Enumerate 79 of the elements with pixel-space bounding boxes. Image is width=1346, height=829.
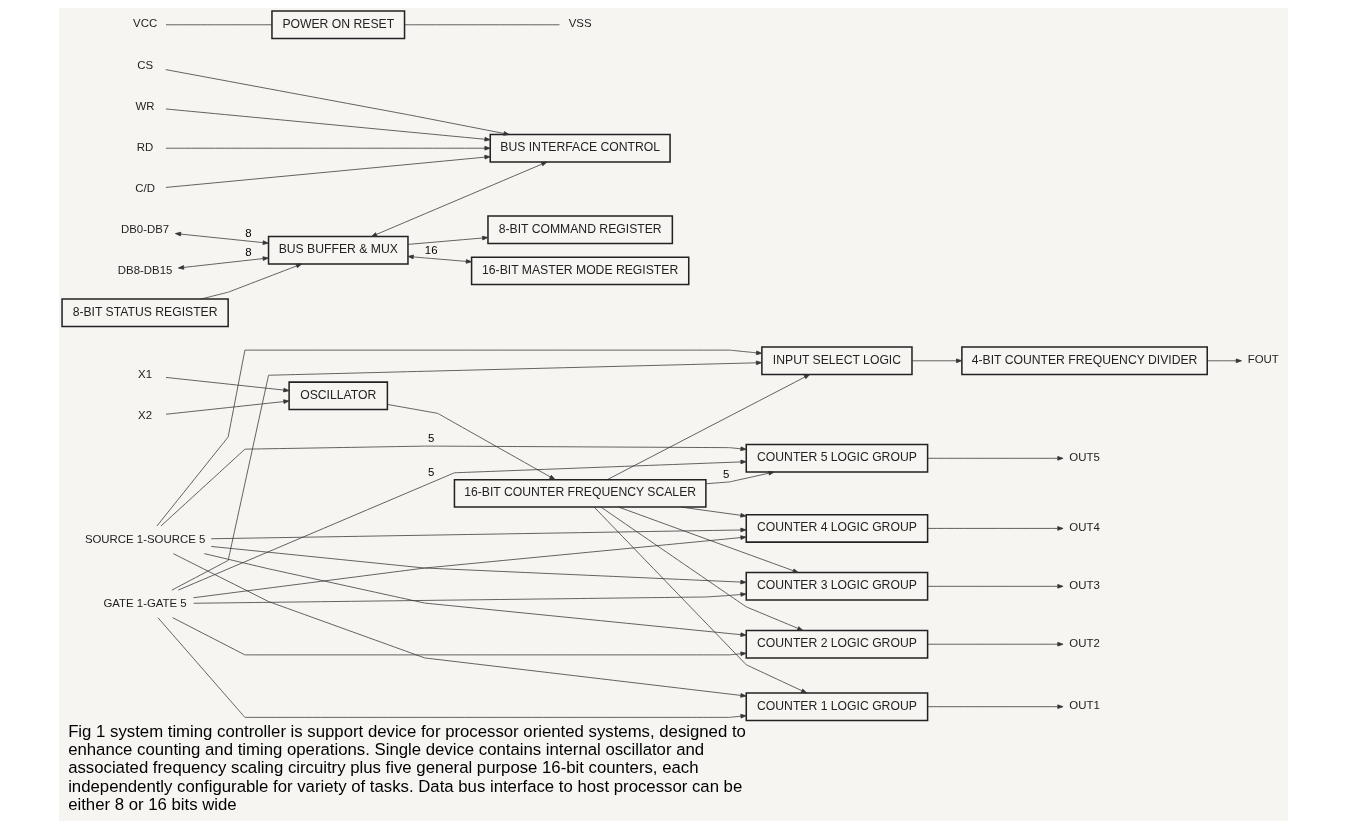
node-text: C/D: [134, 182, 155, 195]
arrow: [199, 263, 302, 300]
node-box: 16-BIT COUNTER FREQUENCY SCALER: [453, 478, 707, 508]
arrow: [1206, 358, 1242, 364]
node-text: RD: [136, 140, 153, 153]
arrow: [171, 617, 747, 656]
arrow: [156, 349, 762, 527]
node-box: COUNTER 3 LOGIC GROUP: [745, 571, 928, 601]
node-text: FOUT: [1247, 353, 1279, 366]
arrow: [600, 506, 803, 631]
node-text: OUT2: [1068, 636, 1100, 649]
node-text: VSS: [568, 17, 592, 30]
arrow: [165, 399, 289, 415]
node-text: X2: [137, 409, 152, 422]
arrow: [177, 256, 269, 270]
arrow: [172, 553, 746, 698]
node-box: 4-BIT COUNTER FREQUENCY DIVIDER: [960, 346, 1208, 376]
arrow: [165, 377, 289, 393]
arrow: [160, 445, 747, 527]
arrow: [210, 546, 746, 585]
node-text: OUT1: [1068, 699, 1100, 712]
arrow: [171, 360, 762, 591]
arrow: [157, 617, 747, 719]
edge-label: 5: [722, 468, 729, 481]
arrow: [927, 526, 1063, 531]
arrow: [927, 584, 1063, 589]
arrow: [386, 404, 555, 480]
arrow: [927, 456, 1063, 461]
arrow: [606, 374, 810, 480]
node-box: 8-BIT COMMAND REGISTER: [486, 215, 673, 245]
arrow: [174, 231, 269, 245]
arrow: [165, 145, 491, 151]
arrow: [177, 459, 747, 591]
arrow: [192, 535, 746, 599]
arrow: [911, 358, 962, 364]
node-text: OUT4: [1068, 521, 1100, 534]
arrow: [407, 254, 472, 264]
edge-label: 16: [424, 244, 438, 257]
node-text: OUT5: [1068, 450, 1100, 463]
node-text: X1: [137, 367, 152, 380]
arrow: [165, 108, 491, 142]
edge-label: 8: [244, 246, 252, 259]
node-box: INPUT SELECT LOGIC: [760, 346, 913, 376]
edge-label: 5: [427, 432, 434, 445]
node-box: COUNTER 1 LOGIC GROUP: [745, 692, 928, 722]
arrow: [407, 235, 488, 245]
arrow: [617, 506, 799, 573]
arrow: [192, 592, 747, 604]
arrow: [927, 704, 1063, 709]
node-text: VCC: [132, 17, 157, 30]
node-box: COUNTER 4 LOGIC GROUP: [745, 513, 928, 543]
arrow: [165, 154, 491, 188]
arrow: [680, 506, 746, 518]
node-box: COUNTER 5 LOGIC GROUP: [745, 443, 928, 473]
edge-label: 5: [427, 465, 434, 478]
node-text: GATE 1-GATE 5: [102, 596, 187, 609]
node-box: POWER ON RESET: [270, 10, 405, 40]
node-text: OUT3: [1068, 578, 1100, 591]
node-box: 16-BIT MASTER MODE REGISTER: [470, 256, 689, 286]
node-text: WR: [135, 99, 155, 112]
edge-label: 8: [244, 226, 252, 239]
caption: Fig 1 system timing controller is support device for processor oriented systems, designed to enhance counting and timing operations. Single device contains internal oscillator and associated frequency scaling circuitry plus five general purpose 16-bit counters, each independently configurable for variety of tasks. Data bus interface to host processor can be either 8 or 16 bits wide: [67, 721, 746, 815]
node-text: CS: [136, 58, 153, 71]
connector: [403, 24, 560, 26]
connector: [165, 24, 272, 26]
node-text: DB8-DB15: [117, 264, 172, 277]
node-box: 8-BIT STATUS REGISTER: [60, 298, 229, 328]
node-text: DB0-DB7: [120, 223, 169, 236]
arrow: [203, 553, 746, 637]
arrow: [370, 161, 547, 237]
node-box: BUS BUFFER & MUX: [267, 235, 409, 265]
node-box: OSCILLATOR: [287, 381, 388, 411]
node-text: SOURCE 1-SOURCE 5: [84, 532, 205, 545]
arrow: [927, 642, 1063, 647]
arrow: [164, 69, 510, 136]
arrow: [593, 506, 807, 694]
arrow: [705, 471, 774, 485]
node-box: COUNTER 2 LOGIC GROUP: [745, 629, 928, 659]
arrow: [210, 527, 747, 540]
